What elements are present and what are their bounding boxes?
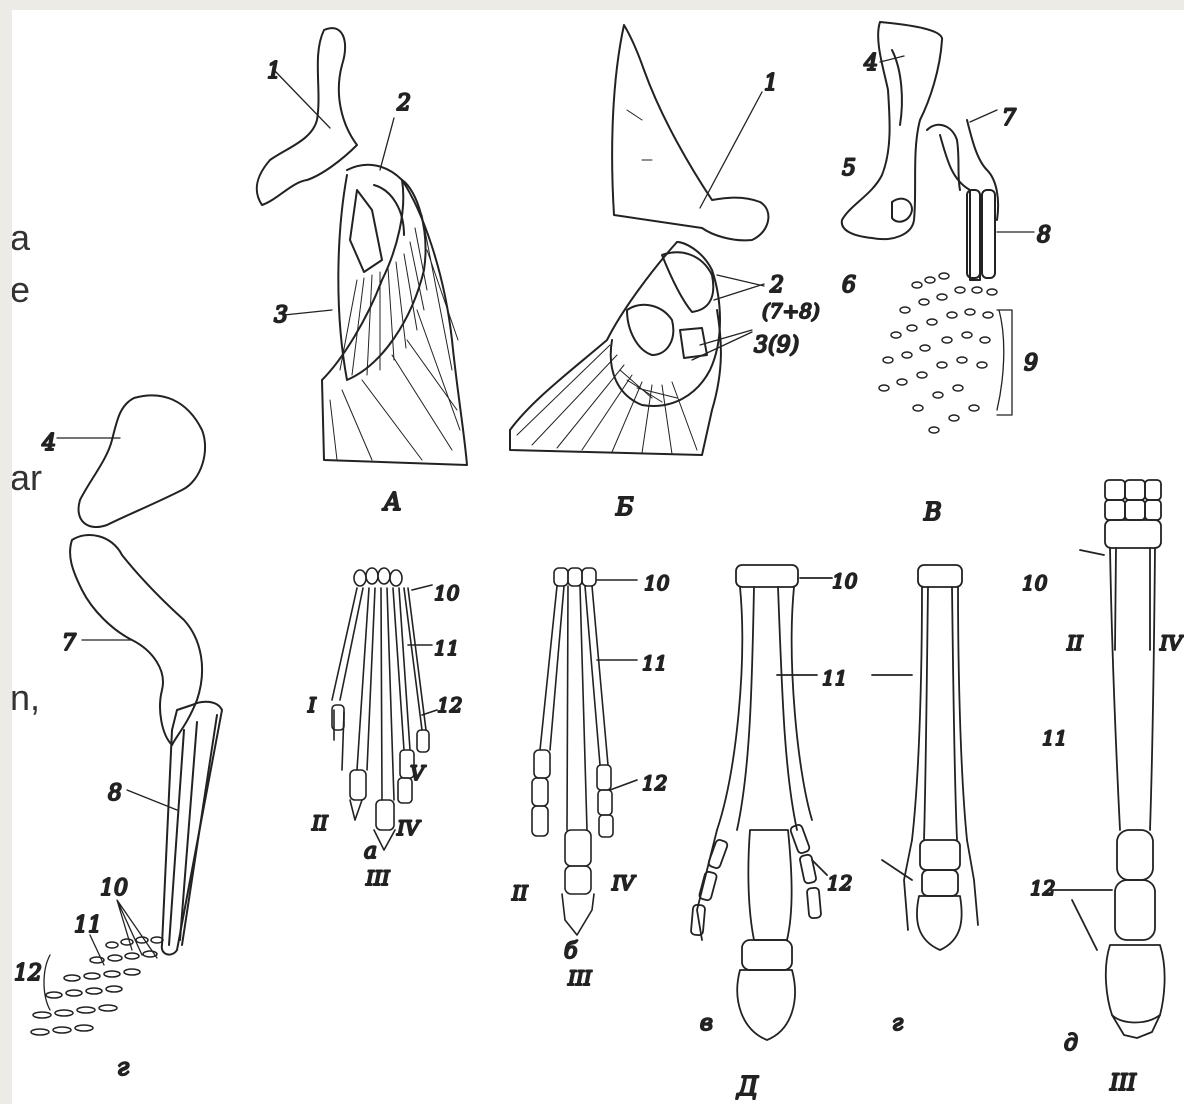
figure-a-foot	[332, 568, 437, 850]
label-2: 2	[396, 91, 411, 116]
label-10: 10	[832, 569, 858, 593]
label-4: 4	[863, 51, 878, 76]
digit-V: V	[410, 761, 427, 785]
caption-d: д	[1064, 1031, 1078, 1056]
label-1: 1	[764, 71, 778, 96]
label-10: 10	[100, 876, 128, 901]
label-11: 11	[74, 913, 102, 938]
label-2: 2	[769, 273, 784, 298]
figure-A-fin	[257, 28, 467, 465]
caption-g-left: г	[117, 1053, 129, 1081]
caption-a: а	[364, 839, 377, 864]
label-3: 3	[274, 303, 288, 328]
label-8: 8	[1037, 223, 1051, 248]
caption-A: A	[382, 488, 401, 516]
figure-d-foot	[1050, 480, 1165, 1038]
label-10: 10	[434, 581, 460, 605]
caption-B: Б	[615, 493, 634, 521]
label-6: 6	[842, 273, 856, 298]
figure-B-fin	[510, 25, 768, 455]
label-11: 11	[434, 636, 459, 660]
caption-D: Д	[736, 1072, 759, 1102]
label-7: 7	[1002, 106, 1016, 131]
label-10: 10	[644, 571, 670, 595]
digit-III: III	[567, 966, 593, 990]
figure-V-limb	[842, 22, 1034, 433]
digit-III: III	[365, 866, 391, 890]
label-8: 8	[108, 781, 122, 806]
label-5: 5	[842, 156, 856, 181]
caption-g: г	[892, 1011, 903, 1036]
figure-G-limb	[31, 395, 222, 1035]
digit-I: I	[307, 693, 317, 717]
label-10: 10	[1022, 571, 1048, 595]
limb-diagram: 1 2 3 A	[12, 10, 1184, 1104]
label-11: 11	[642, 651, 667, 675]
label-4: 4	[41, 431, 56, 456]
label-11: 11	[1042, 726, 1067, 750]
figure-sheet: a e ar n,	[12, 10, 1184, 1104]
caption-V: В	[923, 498, 942, 526]
digit-II: II	[1066, 631, 1084, 655]
label-12: 12	[827, 871, 852, 895]
figure-v-foot	[691, 565, 832, 1040]
digit-IV: IV	[1159, 631, 1184, 655]
label-7: 7	[62, 631, 76, 656]
label-12: 12	[1030, 876, 1055, 900]
digit-III: III	[1109, 1071, 1137, 1096]
label-11: 11	[822, 666, 847, 690]
digit-II: II	[511, 881, 529, 905]
figure-g-foot	[872, 565, 978, 950]
digit-II: II	[311, 811, 329, 835]
label-12: 12	[14, 961, 42, 986]
caption-v: в	[700, 1011, 713, 1036]
label-3-9: 3(9)	[754, 333, 799, 358]
label-7-8: (7+8)	[762, 299, 820, 323]
caption-b: б	[564, 939, 578, 964]
digit-IV: IV	[396, 816, 422, 840]
label-9: 9	[1024, 351, 1038, 376]
digit-IV: IV	[611, 871, 637, 895]
label-1: 1	[267, 59, 281, 84]
label-12: 12	[642, 771, 667, 795]
label-12: 12	[437, 693, 462, 717]
